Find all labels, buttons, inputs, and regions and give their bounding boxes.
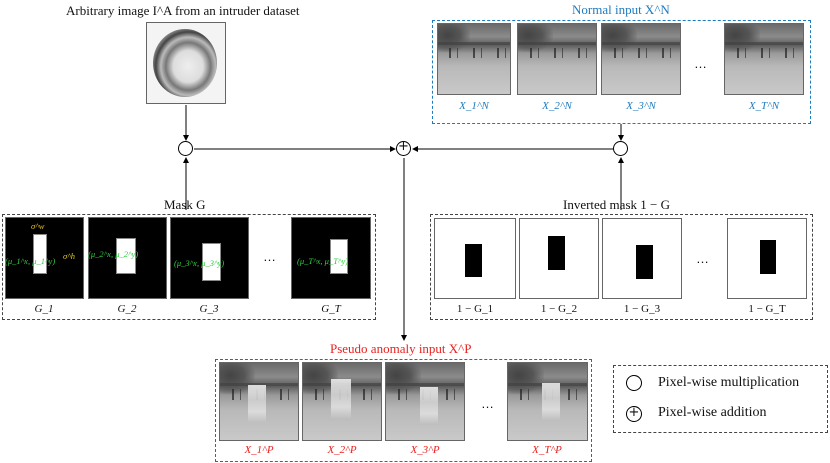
normal-label-2: X_2^N xyxy=(542,100,572,112)
pseudo-ellipsis: … xyxy=(481,396,494,411)
normal-frame-t xyxy=(724,23,804,95)
mask-frame-3 xyxy=(170,217,249,299)
mask-box xyxy=(2,214,376,320)
mask-annot-w: σ^w xyxy=(31,221,45,231)
mask-title: Mask G xyxy=(164,197,206,212)
pseudo-box xyxy=(215,359,592,462)
pseudo-frame-2 xyxy=(302,362,382,441)
inverted-frame-3 xyxy=(602,218,682,299)
mask-center-1: (μ_1^x, μ_1^y) xyxy=(5,256,56,266)
pseudo-label-2: X_2^P xyxy=(327,444,357,456)
pseudo-label-3: X_3^P xyxy=(410,444,440,456)
mask-frame-2 xyxy=(88,217,167,299)
pseudo-label-t: X_T^P xyxy=(532,444,562,456)
mask-label-1: G_1 xyxy=(34,303,54,315)
inverted-label-t: 1 − G_T xyxy=(748,303,786,315)
mask-frame-t xyxy=(291,217,371,299)
inverted-label-1: 1 − G_1 xyxy=(456,303,494,315)
multiply-operator-left xyxy=(178,141,193,156)
normal-input-box xyxy=(432,20,811,124)
mask-label-3: G_3 xyxy=(199,303,219,315)
normal-label-t: X_T^N xyxy=(748,100,780,112)
legend-multiply-label: Pixel-wise multiplication xyxy=(658,375,800,390)
multiply-operator-right xyxy=(613,141,628,156)
pseudo-title: Pseudo anomaly input X^P xyxy=(330,341,472,356)
pseudo-frame-3 xyxy=(385,362,465,441)
inverted-label-2: 1 − G_2 xyxy=(540,303,578,315)
mask-ellipsis: … xyxy=(263,249,276,264)
normal-frame-2 xyxy=(517,23,597,95)
mask-annot-h: σ^h xyxy=(63,251,76,261)
normal-ellipsis: … xyxy=(694,56,707,71)
normal-label-1: X_1^N xyxy=(459,100,489,112)
inverted-frame-2 xyxy=(519,218,599,299)
mask-center-3: (μ_3^x, μ_3^y) xyxy=(174,258,225,268)
inverted-frame-1 xyxy=(434,218,516,299)
plus-symbol: + xyxy=(398,139,409,154)
mask-center-2: (μ_2^x, μ_2^y) xyxy=(88,249,139,259)
legend-add-icon: + xyxy=(626,405,642,422)
mask-label-2: G_2 xyxy=(117,303,137,315)
intruder-shape xyxy=(153,29,217,97)
intruder-image xyxy=(146,22,226,104)
normal-label-3: X_3^N xyxy=(626,100,656,112)
inverted-box xyxy=(430,214,813,320)
normal-frame-3 xyxy=(601,23,681,95)
normal-frame-1 xyxy=(437,23,511,95)
inverted-ellipsis: … xyxy=(696,251,709,266)
pseudo-frame-t xyxy=(507,362,588,441)
inverted-title: Inverted mask 1 − G xyxy=(563,197,670,212)
inverted-label-3: 1 − G_3 xyxy=(623,303,661,315)
mask-label-t: G_T xyxy=(321,303,341,315)
legend-add-label: Pixel-wise addition xyxy=(658,405,767,420)
inverted-frame-t xyxy=(727,218,807,299)
add-operator: + xyxy=(396,139,411,156)
mask-center-t: (μ_T^x, μ_T^y) xyxy=(297,256,349,266)
pseudo-label-1: X_1^P xyxy=(244,444,274,456)
normal-input-title: Normal input X^N xyxy=(572,2,670,17)
intruder-title: Arbitrary image I^A from an intruder dat… xyxy=(66,3,300,18)
pseudo-frame-1 xyxy=(219,362,299,441)
mask-frame-1 xyxy=(5,217,84,299)
legend-multiply-icon xyxy=(626,375,642,391)
legend-box xyxy=(613,365,828,433)
